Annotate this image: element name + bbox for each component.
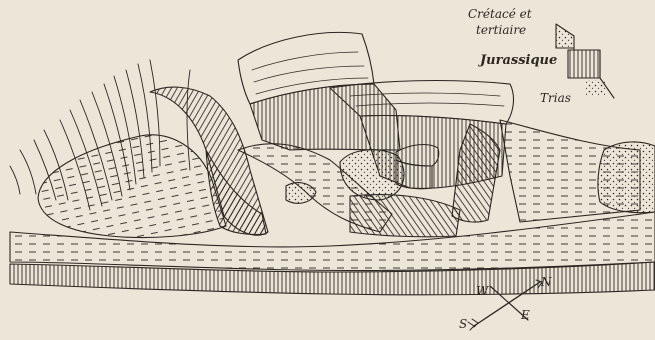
trias-patch-right <box>598 142 655 213</box>
lower-hatched-block <box>350 195 460 237</box>
legend-block <box>556 24 614 98</box>
legend-trias-label: Trias <box>540 92 571 104</box>
compass-east-label: E <box>521 309 530 321</box>
legend-cretace-swatch <box>556 24 574 48</box>
compass-south-label: S <box>459 318 467 330</box>
legend-cretace-label: Crétacé et <box>468 8 532 20</box>
compass-north-label: N <box>541 276 552 288</box>
legend-jurassique-label: Jurassique <box>480 54 557 67</box>
legend-jurassique-swatch <box>568 50 600 78</box>
compass-west-label: W <box>476 285 488 297</box>
legend-tertiaire-label: tertiaire <box>476 24 526 36</box>
left-cretace-lobe <box>38 135 226 238</box>
